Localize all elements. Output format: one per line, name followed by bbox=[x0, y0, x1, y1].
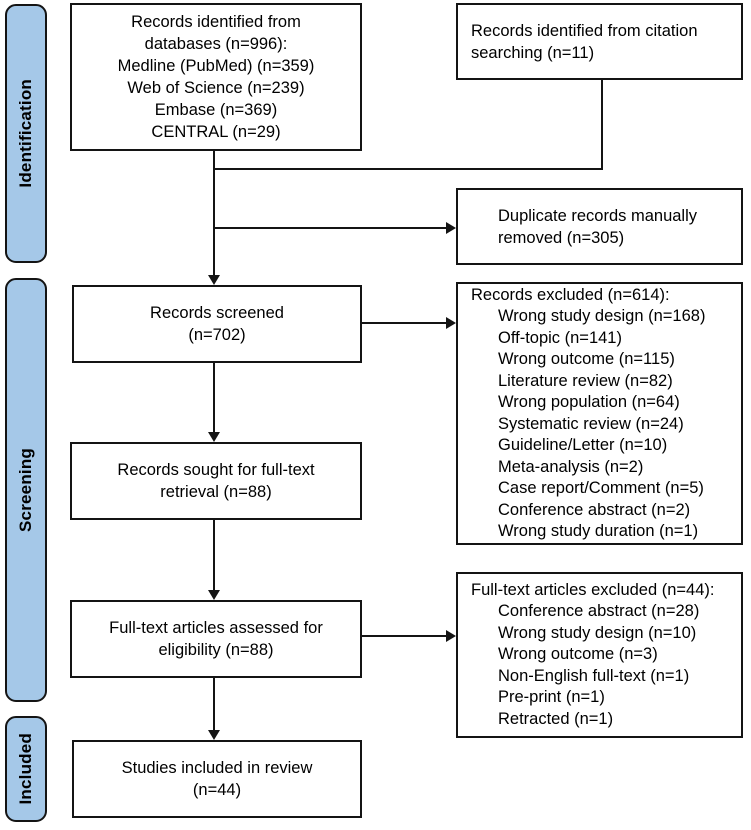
box-records-sought-fulltext: Records sought for full-text retrieval (n… bbox=[70, 442, 362, 520]
connector-databases-to-screened bbox=[213, 151, 215, 276]
exclusion-reason: Guideline/Letter (n=10) bbox=[498, 436, 668, 454]
exclusion-reason: Case report/Comment (n=5) bbox=[498, 479, 704, 497]
exclusion-reason: Wrong outcome (n=115) bbox=[498, 350, 675, 368]
exclusion-reason: Literature review (n=82) bbox=[498, 371, 673, 390]
box-text-line: databases (n=996): bbox=[144, 35, 288, 53]
connector-citation-join bbox=[213, 168, 603, 170]
connector-screened-to-excluded bbox=[362, 322, 446, 324]
stage-label-screening: Screening bbox=[5, 278, 47, 702]
box-duplicate-records-removed: Duplicate records manually removed (n=305… bbox=[456, 188, 743, 265]
arrowhead-into-duplicates bbox=[446, 222, 456, 234]
box-text-line: Records screened bbox=[150, 304, 284, 322]
exclusion-reason: Off-topic (n=141) bbox=[498, 328, 622, 347]
stage-label-identification-text: Identification bbox=[16, 79, 35, 188]
records-excluded-title: Records excluded (n=614): bbox=[471, 285, 670, 304]
connector-assessed-to-ft-excluded bbox=[362, 635, 446, 637]
box-fulltext-excluded: Full-text articles excluded (n=44): Conf… bbox=[456, 572, 743, 738]
box-text-line: Records sought for full-text bbox=[117, 461, 315, 479]
box-text-line: Studies included in review bbox=[121, 759, 313, 777]
arrowhead-into-included bbox=[208, 730, 220, 740]
stage-label-included: Included bbox=[5, 716, 47, 822]
exclusion-reason: Non-English full-text (n=1) bbox=[498, 666, 690, 685]
box-text-line: CENTRAL (n=29) bbox=[151, 123, 281, 141]
box-text-line: Medline (PubMed) (n=359) bbox=[117, 57, 315, 75]
exclusion-reason: Meta-analysis (n=2) bbox=[498, 457, 644, 476]
connector-screened-to-sought bbox=[213, 363, 215, 433]
box-fulltext-assessed: Full-text articles assessed for eligibili… bbox=[70, 600, 362, 678]
box-text-line: Records identified from citation bbox=[471, 21, 698, 40]
box-text-line: retrieval (n=88) bbox=[160, 483, 272, 501]
exclusion-reason: Wrong study design (n=168) bbox=[498, 307, 706, 325]
fulltext-excluded-items: Conference abstract (n=28) Wrong study de… bbox=[471, 601, 735, 730]
box-text-line: Web of Science (n=239) bbox=[127, 79, 305, 97]
exclusion-reason: Retracted (n=1) bbox=[498, 709, 614, 728]
box-records-screened: Records screened (n=702) bbox=[72, 285, 362, 363]
box-records-excluded: Records excluded (n=614): Wrong study de… bbox=[456, 282, 743, 545]
arrowhead-into-sought bbox=[208, 432, 220, 442]
connector-citation-drop bbox=[601, 80, 603, 170]
arrowhead-into-screened bbox=[208, 275, 220, 285]
box-text-line: eligibility (n=88) bbox=[158, 641, 274, 659]
box-text-line: Records identified from bbox=[131, 13, 301, 31]
box-records-identified-databases: Records identified from databases (n=996)… bbox=[70, 3, 362, 151]
stage-label-screening-text: Screening bbox=[16, 448, 35, 532]
records-excluded-items: Wrong study design (n=168) Off-topic (n=1… bbox=[471, 306, 735, 543]
arrowhead-into-assessed bbox=[208, 590, 220, 600]
box-text-line: (n=44) bbox=[192, 781, 242, 799]
box-text-line: (n=702) bbox=[188, 326, 246, 344]
exclusion-reason: Pre-print (n=1) bbox=[498, 688, 605, 707]
exclusion-reason: Wrong population (n=64) bbox=[498, 393, 680, 411]
connector-assessed-to-included bbox=[213, 678, 215, 731]
exclusion-reason: Wrong outcome (n=3) bbox=[498, 645, 658, 664]
arrowhead-into-excluded bbox=[446, 317, 456, 329]
connector-sought-to-assessed bbox=[213, 520, 215, 591]
box-text-line: Duplicate records manually bbox=[498, 206, 698, 225]
exclusion-reason: Wrong study design (n=10) bbox=[498, 623, 697, 642]
exclusion-reason: Systematic review (n=24) bbox=[498, 414, 684, 433]
box-records-identified-citation: Records identified from citation searchin… bbox=[456, 3, 743, 80]
exclusion-reason: Conference abstract (n=2) bbox=[498, 500, 691, 519]
stage-label-identification: Identification bbox=[5, 4, 47, 263]
fulltext-excluded-title: Full-text articles excluded (n=44): bbox=[471, 580, 715, 599]
box-text-line: Embase (n=369) bbox=[154, 101, 278, 119]
box-text-line: Full-text articles assessed for bbox=[109, 619, 323, 637]
exclusion-reason: Wrong study duration (n=1) bbox=[498, 522, 699, 540]
box-studies-included: Studies included in review (n=44) bbox=[72, 740, 362, 818]
exclusion-reason: Conference abstract (n=28) bbox=[498, 602, 700, 621]
box-text-line: searching (n=11) bbox=[471, 43, 595, 62]
stage-label-included-text: Included bbox=[16, 733, 35, 805]
connector-to-duplicates bbox=[213, 227, 446, 229]
arrowhead-into-ft-excluded bbox=[446, 630, 456, 642]
box-text-line: removed (n=305) bbox=[498, 228, 625, 247]
